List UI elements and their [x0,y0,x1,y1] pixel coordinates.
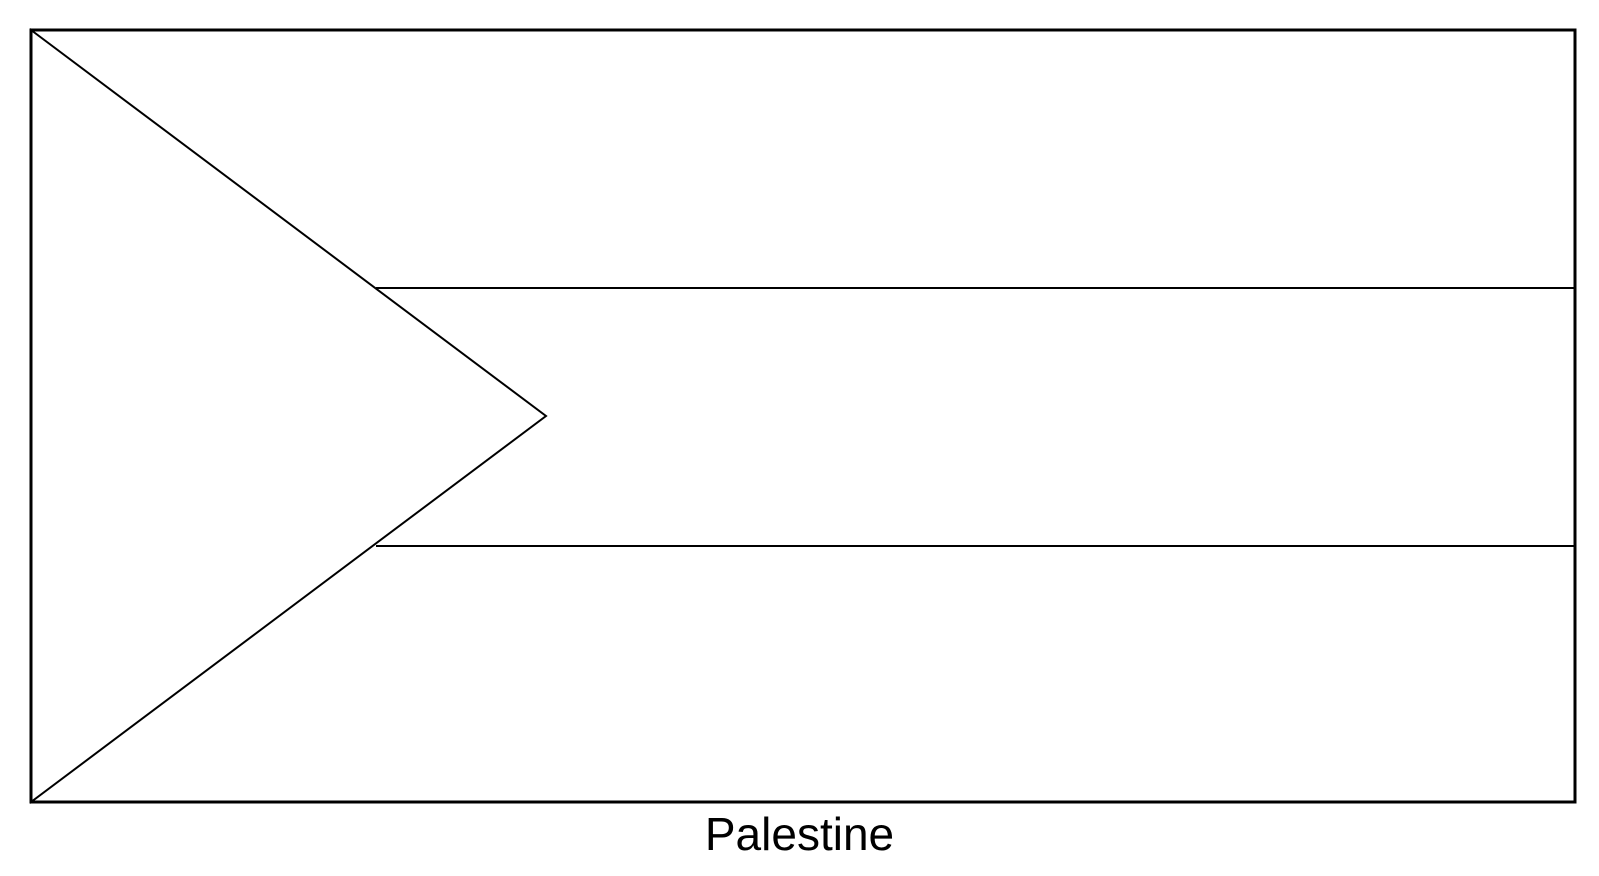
flag-border [29,28,1577,804]
flag-caption: Palestine [704,808,895,860]
hoist-triangle [30,28,548,804]
